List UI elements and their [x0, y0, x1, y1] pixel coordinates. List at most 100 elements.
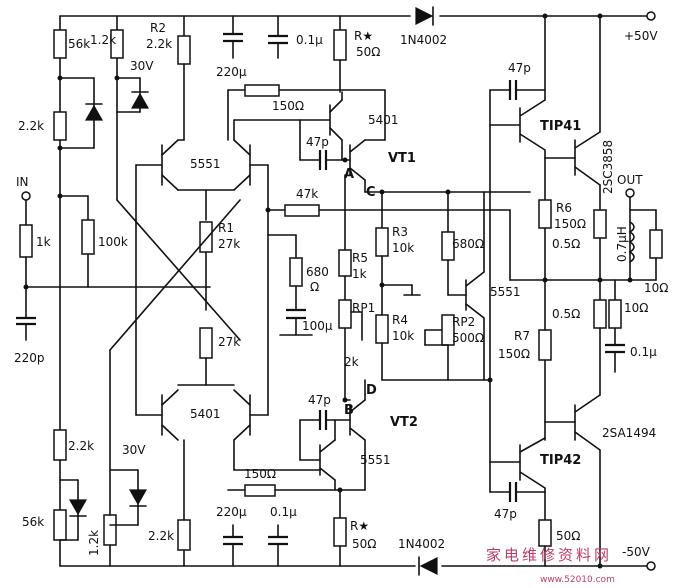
label-r5: R5: [352, 251, 368, 265]
inductor-coil: [628, 221, 635, 263]
label-tip42: TIP42: [540, 453, 581, 468]
label-node-a: A: [344, 167, 354, 182]
label-diode-top: 1N4002: [400, 33, 447, 47]
label-rp2: RP2: [452, 315, 475, 329]
input-network: [16, 191, 211, 431]
top-decoupling: [223, 15, 347, 93]
label-output: OUT: [617, 173, 643, 187]
input-terminal[interactable]: [21, 191, 31, 201]
label-47p-1: 47p: [508, 61, 531, 75]
label-rp1: RP1: [352, 301, 375, 315]
label-2k2-bottom: 2.2k: [148, 529, 174, 543]
label-01u-bottom: 0.1μ: [270, 505, 297, 519]
label-680-unit: Ω: [310, 280, 319, 294]
label-r7-value: 150Ω: [498, 347, 530, 361]
label-100k: 100k: [98, 235, 128, 249]
label-0r5-top: 0.5Ω: [552, 237, 580, 251]
resistor-r3: [375, 227, 389, 257]
label-vt2: VT2: [390, 415, 418, 430]
label-10-output: 10Ω: [644, 281, 668, 295]
zener-left-bottom-symbol: [68, 499, 88, 516]
label-50-bottom: 50Ω: [556, 529, 580, 543]
watermark: 家电维修资料网 www.52010.com: [486, 546, 615, 585]
vas-top: [227, 84, 531, 251]
junction-dots: [23, 13, 633, 569]
label-01u-zobel: 0.1μ: [630, 345, 657, 359]
label-220u-bottom: 220μ: [216, 505, 247, 519]
resistor-0r5-bottom: [593, 299, 607, 329]
label-r2: R2: [150, 21, 166, 35]
resistor-1k-input: [19, 224, 33, 258]
label-5551-left: 5551: [190, 157, 221, 171]
label-rstar-bottom-value: 50Ω: [352, 537, 376, 551]
output-stage: [489, 15, 663, 567]
label-5551-bottom: 5551: [360, 453, 391, 467]
label-r4-value: 10k: [392, 329, 414, 343]
label-negative-rail: -50V: [622, 545, 651, 559]
resistor-10-zobel: [608, 299, 622, 329]
label-r6-value: 150Ω: [554, 217, 586, 231]
vas-bottom: [223, 379, 366, 567]
resistor-2k2-left: [53, 111, 67, 141]
label-5401-left: 5401: [190, 407, 221, 421]
label-r1-value: 27k: [218, 237, 240, 251]
negative-rail: [59, 556, 656, 576]
label-1k2-bottom: 1.2k: [87, 530, 101, 556]
label-56k-bottom: 56k: [22, 515, 44, 529]
resistor-r4: [375, 314, 389, 344]
zener-30v-bottom-symbol: [128, 489, 148, 506]
label-47p-4: 47p: [494, 507, 517, 521]
label-2sa1494: 2SA1494: [602, 426, 656, 440]
label-node-d: D: [366, 383, 377, 398]
resistor-100k: [81, 219, 95, 255]
label-47p-2: 47p: [306, 135, 329, 149]
resistor-150-bottom: [244, 484, 276, 497]
diff-pair-5401: [135, 164, 269, 521]
label-inductor: 0.7μH: [615, 226, 629, 262]
label-diode-bottom: 1N4002: [398, 537, 445, 551]
watermark-url: www.52010.com: [540, 575, 615, 585]
label-vt1: VT1: [388, 151, 416, 166]
resistor-rstar-top: [333, 29, 347, 61]
potentiometer-rp1: [338, 299, 352, 329]
positive-rail: [59, 6, 656, 26]
resistor-50-bottom: [538, 519, 552, 547]
mid-network: [267, 191, 511, 401]
label-47p-3: 47p: [308, 393, 331, 407]
label-r3-value: 10k: [392, 241, 414, 255]
resistor-47k: [284, 204, 320, 217]
left-bias-top: [53, 15, 191, 201]
label-150-top: 150Ω: [272, 99, 304, 113]
zener-30v-top-symbol: [130, 92, 150, 109]
negative-rail-terminal: [646, 561, 656, 571]
label-47k: 47k: [296, 187, 318, 201]
label-input: IN: [16, 175, 29, 189]
label-rstar-top: R★: [354, 29, 373, 43]
output-terminal[interactable]: [625, 188, 635, 198]
label-r5-value: 1k: [352, 267, 367, 281]
label-r3: R3: [392, 225, 408, 239]
label-2k2-left-bottom: 2.2k: [68, 439, 94, 453]
resistor-r2: [177, 35, 191, 65]
zener-left-top-symbol: [84, 104, 104, 121]
resistor-r5: [338, 249, 352, 277]
label-zener-30v-top: 30V: [130, 59, 154, 73]
label-220p: 220p: [14, 351, 45, 365]
label-100u: 100μ: [302, 319, 333, 333]
left-bias-bottom: [53, 349, 191, 567]
resistor-r6: [538, 199, 552, 229]
label-r4: R4: [392, 313, 408, 327]
watermark-text: 家电维修资料网: [486, 546, 612, 564]
label-cap-220u-top: 220μ: [216, 65, 247, 79]
diode-top-symbol: [415, 7, 434, 25]
label-1k-input: 1k: [36, 235, 51, 249]
labels: +50V -50V IN OUT A B C D 56k 1.2k R2 2.2…: [14, 21, 668, 559]
label-rstar-bottom: R★: [350, 519, 369, 533]
label-tip41: TIP41: [540, 119, 581, 134]
resistor-10-output: [649, 229, 663, 259]
label-680: 680: [306, 265, 329, 279]
label-positive-rail: +50V: [624, 29, 658, 43]
label-node-b: B: [344, 403, 354, 418]
label-r7: R7: [514, 329, 530, 343]
